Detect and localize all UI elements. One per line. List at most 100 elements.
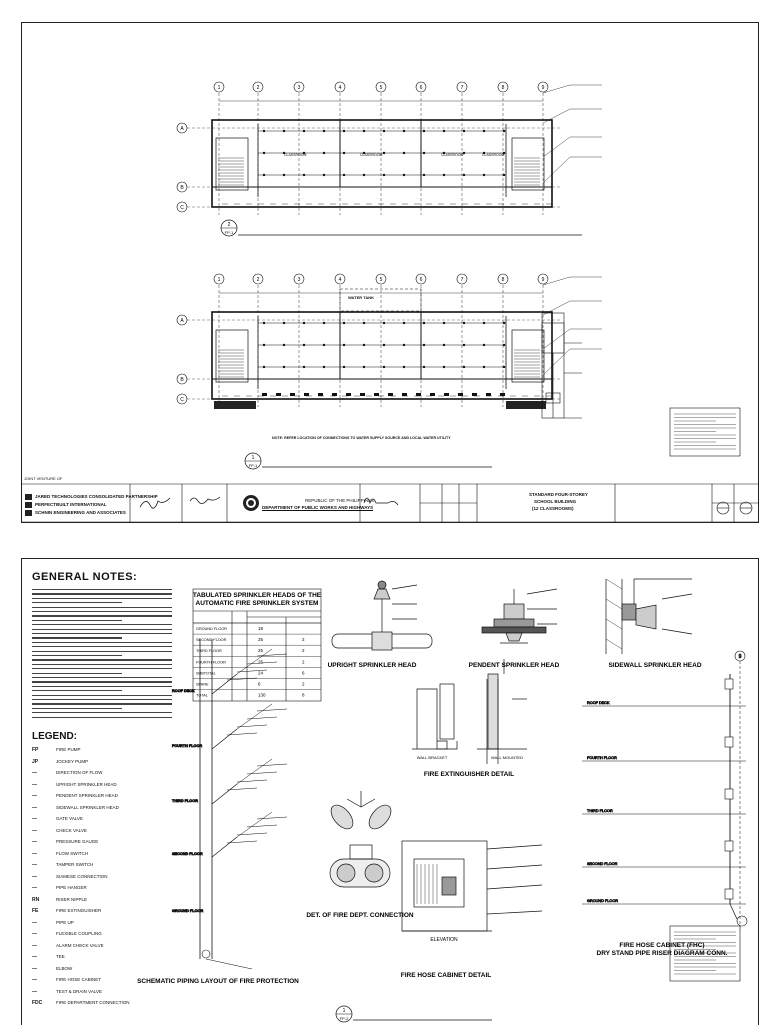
sprinkler-head (442, 365, 446, 369)
table-level: TOTAL (196, 694, 208, 698)
riser-floor-label: ROOF DECK (587, 701, 610, 705)
legend-text: PRESSURE GAUGE (56, 839, 99, 844)
sprinkler-head (502, 365, 506, 369)
table-value-a: 25 (258, 659, 264, 664)
sprinkler-head (342, 151, 346, 155)
riser-hose-cabinet (724, 736, 734, 748)
sprinkler-head (362, 343, 366, 347)
sprinkler-head (322, 173, 326, 177)
riser-grid-label: 9 (739, 654, 742, 660)
grid-bubble (334, 81, 346, 93)
fhc-elevation-label: ELEVATION (430, 937, 458, 943)
sprinkler-head (462, 173, 466, 177)
legend-text: ALARM CHECK VALVE (56, 942, 104, 948)
legend-item: —PIPE HANGER (32, 885, 152, 895)
sprinkler-head (342, 343, 346, 347)
table-value-b: 2 (302, 659, 305, 664)
sprinkler-head (342, 173, 346, 177)
grid-bubble (176, 201, 188, 213)
legend-item: —FLOW SWITCH (32, 851, 152, 861)
grid-label: 3 (298, 85, 301, 91)
grid-bubble (252, 273, 264, 285)
grid-bubble (375, 81, 387, 93)
legend-item: —DIRECTION OF FLOW (32, 770, 152, 780)
legend-code: — (32, 931, 37, 937)
note-line (32, 606, 172, 608)
note-line (32, 593, 172, 595)
legend-code: — (32, 954, 37, 960)
note-line (32, 619, 122, 621)
riser-title-1: FIRE HOSE CABINET (FHC) (619, 942, 704, 949)
legend-text: FIRE HOSE CABINET (56, 977, 102, 982)
sprinkler-head (422, 365, 426, 369)
legend-text: PIPE HANGER (56, 885, 87, 890)
table-level: SECOND FLOOR (196, 638, 227, 642)
grid-label: 8 (502, 277, 505, 283)
sheet2-note-box (669, 925, 741, 982)
table-level: GROUND FLOOR (196, 627, 227, 631)
sprinkler-head (442, 173, 446, 177)
sprinkler-head (362, 365, 366, 369)
note-line (32, 663, 172, 665)
project-title-2: SCHOOL BUILDING (534, 499, 577, 504)
grid-label: 1 (218, 277, 221, 283)
sprinkler-head (302, 343, 306, 347)
note-line (32, 659, 172, 661)
building-outline (211, 311, 553, 400)
grid-label: 9 (542, 85, 545, 91)
grid-bubble (213, 273, 225, 285)
legend-text: SIAMESE CONNECTION (56, 873, 108, 879)
lower-plan-ref-bubble: 1 FP-1 (244, 452, 492, 470)
legend-item: —PIPE UP (32, 920, 152, 930)
pendent-sprinkler-title: PENDENT SPRINKLER HEAD (469, 662, 560, 669)
sprinkler-head (382, 173, 386, 177)
table-value-a: 25 (258, 648, 264, 653)
legend-item: —FIRE HOSE CABINET (32, 977, 152, 987)
upright-sprinkler-title: UPRIGHT SPRINKLER HEAD (328, 662, 417, 669)
grid-bubble (537, 81, 549, 93)
legend-code: — (32, 942, 37, 949)
riser-hose-cabinet (724, 788, 734, 800)
legend-item: —PRESSURE GAUGE (32, 839, 152, 849)
firm-name-1: JARED TECHNOLOGIES CONSOLIDATED PARTNERS… (35, 494, 158, 499)
note-line (32, 641, 172, 643)
sprinkler-head (362, 321, 366, 325)
sheet2-ref-number: 1 (343, 1008, 346, 1014)
grid-bubble (537, 273, 549, 285)
legend-text: FLOW SWITCH (56, 850, 88, 856)
table-value-b: 2 (302, 682, 305, 687)
grid-bubble (213, 81, 225, 93)
sprinkler-head (382, 365, 386, 369)
sprinkler-head (422, 129, 426, 133)
legend-text: GATE VALVE (56, 816, 84, 821)
note-line (32, 677, 172, 679)
sprinkler-head (382, 321, 386, 325)
note-line (32, 611, 172, 613)
grid-label: 7 (461, 277, 464, 283)
sprinkler-head (502, 151, 506, 155)
table-title-2: AUTOMATIC FIRE SPRINKLER SYSTEM (196, 600, 319, 607)
grid-label: 4 (339, 85, 342, 91)
sprinkler-head (262, 365, 266, 369)
svg-text:FP-1: FP-1 (225, 230, 234, 235)
grid-bubble (176, 393, 188, 405)
legend-code: — (32, 781, 37, 788)
stair (215, 329, 249, 383)
riser-floor-label: FOURTH FLOOR (587, 756, 617, 760)
legend-text: PENDENT SPRINKLER HEAD (56, 793, 118, 798)
sheet2-ref-bubble: 1 FP-2 (335, 1005, 492, 1023)
note-line (32, 707, 122, 709)
legend-item: — ALARM CHECK VALVE (32, 943, 152, 953)
sprinkler-head (342, 129, 346, 133)
schematic-title: SCHEMATIC PIPING LAYOUT OF FIRE PROTECTI… (137, 978, 299, 985)
water-tank-outline (339, 288, 422, 312)
fire-extinguisher-title: FIRE EXTINGUISHER DETAIL (424, 771, 514, 778)
corridor-bar (214, 401, 256, 409)
grid-bubble (375, 273, 387, 285)
legend-code: FP (32, 747, 39, 753)
sprinkler-head (442, 129, 446, 133)
